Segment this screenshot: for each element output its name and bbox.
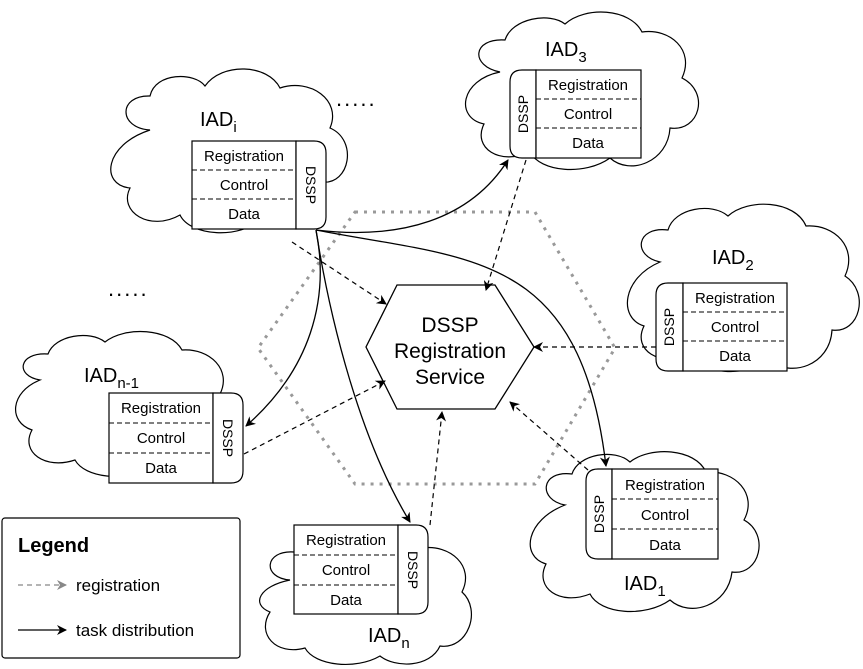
iad-n1-registration: Registration	[121, 400, 201, 417]
iad-1-dssp: DSSP	[591, 495, 607, 533]
task-arrow-to-iad-3	[315, 159, 509, 234]
ellipsis-top: .....	[336, 86, 377, 111]
iad-i-data: Data	[228, 206, 260, 223]
iad-n-control: Control	[322, 562, 370, 579]
iad-n-data: Data	[330, 592, 362, 609]
iad-n-registration: Registration	[306, 532, 386, 549]
iad-i-dssp: DSSP	[303, 166, 319, 204]
reg-arrow-iad-3	[483, 159, 527, 291]
iad-2-stack	[655, 282, 788, 372]
task-arrow-to-iad-n	[315, 229, 411, 523]
reg-arrow-iad-i	[291, 241, 387, 305]
iad-1-stack	[585, 468, 719, 560]
iad-1-registration: Registration	[625, 477, 705, 494]
iad-n1-control: Control	[137, 430, 185, 447]
reg-arrow-iad-1	[509, 401, 589, 471]
iad-i-stack	[191, 140, 327, 230]
task-arrow-to-iad-1	[315, 229, 610, 467]
reg-arrow-iad-n	[429, 411, 447, 526]
iad-2-control: Control	[711, 319, 759, 336]
iad-2-dssp: DSSP	[661, 308, 677, 346]
iad-n-stack	[293, 524, 429, 615]
iad-n1-stack	[108, 392, 244, 484]
service-line-3: Service	[415, 366, 485, 389]
label-iad-1: IAD1	[624, 573, 666, 600]
legend-box	[1, 517, 241, 659]
service-line-1: DSSP	[421, 314, 478, 337]
iad-n1-dssp: DSSP	[220, 419, 236, 457]
iad-i-registration: Registration	[204, 148, 284, 165]
legend-registration-label: registration	[76, 576, 160, 595]
iad-2-data: Data	[719, 348, 751, 365]
iad-2-registration: Registration	[695, 290, 775, 307]
task-arrow-to-iad-n1	[245, 229, 321, 427]
iad-3-data: Data	[572, 135, 604, 152]
iad-1-control: Control	[641, 507, 689, 524]
service-line-2: Registration	[394, 340, 506, 363]
iad-3-stack	[509, 69, 642, 159]
label-iad-n1: IADn-1	[84, 365, 139, 392]
label-iad-3: IAD3	[545, 39, 587, 66]
legend-title: Legend	[18, 535, 89, 557]
label-iad-n: IADn	[368, 625, 410, 652]
reg-arrow-iad-n1	[243, 380, 386, 455]
iad-n-dssp: DSSP	[405, 551, 421, 589]
dssp-registration-service	[365, 284, 535, 410]
iad-1-data: Data	[649, 537, 681, 554]
label-iad-i: IADi	[200, 109, 237, 136]
iad-3-dssp: DSSP	[515, 95, 531, 133]
label-iad-2: IAD2	[712, 247, 754, 274]
ellipsis-left: .....	[108, 276, 149, 301]
legend-task-label: task distribution	[76, 621, 194, 640]
iad-3-registration: Registration	[548, 77, 628, 94]
iad-i-control: Control	[220, 177, 268, 194]
iad-3-control: Control	[564, 106, 612, 123]
dssp-domain-boundary	[256, 210, 617, 486]
iad-n1-data: Data	[145, 460, 177, 477]
